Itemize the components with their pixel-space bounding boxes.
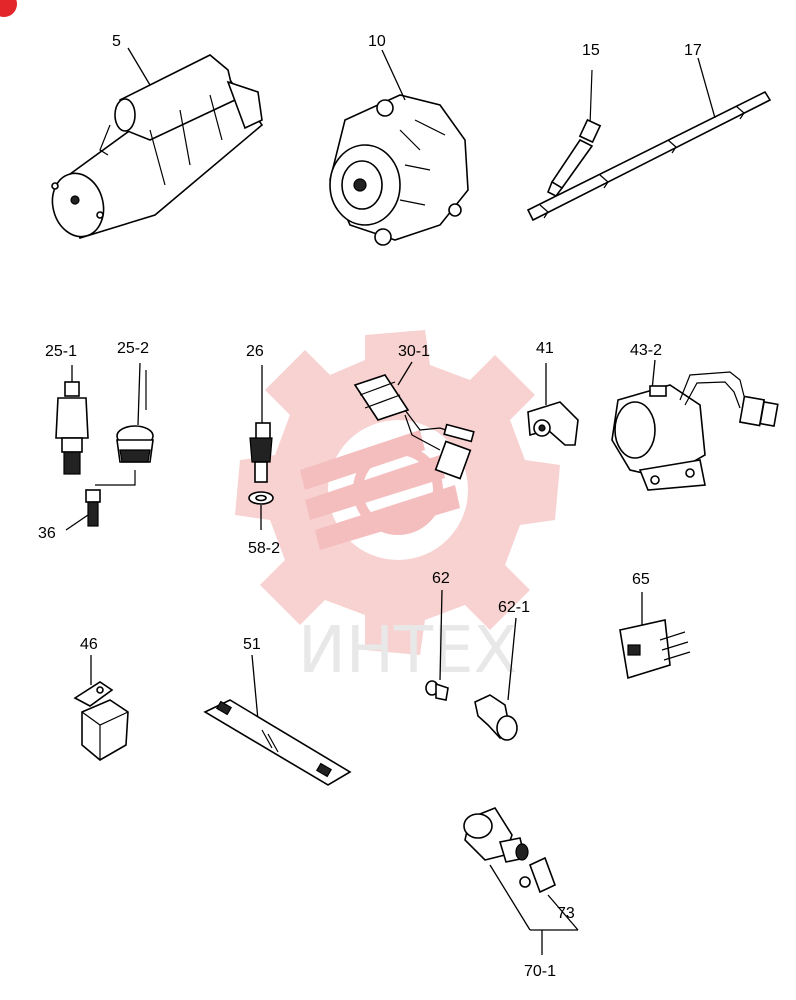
alternator xyxy=(329,94,469,246)
sensor-30-1 xyxy=(353,361,475,480)
bracket-lines-70-1 xyxy=(489,864,579,955)
leader-17 xyxy=(697,57,716,119)
callout-10: 10 xyxy=(368,33,386,50)
callout-30-1: 30-1 xyxy=(398,343,430,360)
relay-46 xyxy=(73,655,129,761)
callout-73: 73 xyxy=(557,905,575,922)
callout-46: 46 xyxy=(80,636,98,653)
oil-pressure-switch-25-1 xyxy=(55,365,89,475)
watermark-gear xyxy=(235,330,560,655)
callout-65: 65 xyxy=(632,571,650,588)
callout-25-1: 25-1 xyxy=(45,343,77,360)
leader-5 xyxy=(127,47,151,86)
solenoid-43-2 xyxy=(611,359,779,491)
callout-51: 51 xyxy=(243,636,261,653)
watermark-text: ИНТЕХ xyxy=(298,614,517,688)
callout-26: 26 xyxy=(246,343,264,360)
bracket-41 xyxy=(527,363,579,446)
callout-62: 62 xyxy=(432,570,450,587)
elbow-62-1 xyxy=(474,617,518,741)
callout-62-1: 62-1 xyxy=(498,599,530,616)
callout-36: 36 xyxy=(38,525,56,542)
callout-70-1: 70-1 xyxy=(524,963,556,980)
callout-15: 15 xyxy=(582,42,600,59)
callout-58-2: 58-2 xyxy=(248,540,280,557)
callout-17: 17 xyxy=(684,42,702,59)
callout-25-2: 25-2 xyxy=(117,340,149,357)
adapter-36 xyxy=(85,489,101,527)
starter-motor xyxy=(51,54,264,239)
callout-5: 5 xyxy=(112,33,121,50)
corner-badge xyxy=(0,0,17,17)
relay-65 xyxy=(619,592,691,680)
leader-10 xyxy=(381,49,406,101)
leader-36 xyxy=(65,514,89,531)
callout-43-2: 43-2 xyxy=(630,342,662,359)
temperature-sender-26 xyxy=(248,365,274,530)
switch-70-1 xyxy=(463,807,557,894)
fitting-62 xyxy=(425,589,449,701)
callout-41: 41 xyxy=(536,340,554,357)
strap-51 xyxy=(203,654,352,786)
oil-pressure-switch-25-2 xyxy=(95,362,154,486)
glow-plug-bus-bar xyxy=(526,90,772,222)
